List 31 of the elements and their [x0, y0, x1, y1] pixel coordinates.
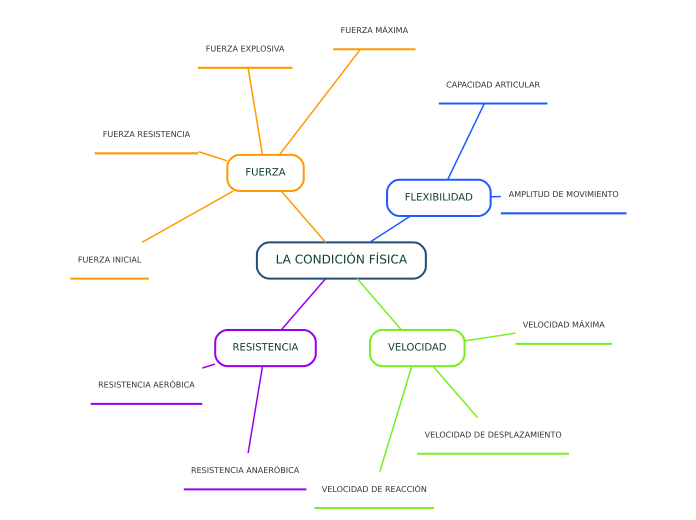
connector [464, 332, 516, 342]
node-box: RESISTENCIA [214, 328, 316, 367]
connector [141, 190, 234, 243]
connector [490, 195, 500, 197]
connector [378, 366, 412, 472]
connector [198, 150, 227, 161]
node-text: RESISTENCIA ANAERÓBICA [190, 466, 299, 475]
connector [368, 215, 410, 243]
connector [446, 102, 485, 180]
connector [202, 362, 215, 368]
node-text: AMPLITUD DE MOVIMIENTO [508, 190, 618, 199]
node-text: FUERZA EXPLOSIVA [205, 44, 284, 54]
node-text: FUERZA RESISTENCIA [102, 130, 190, 139]
node-box: LA CONDICIÓN FÍSICA [255, 240, 426, 280]
node-box: FLEXIBILIDAD [386, 178, 492, 216]
node-box: VELOCIDAD [368, 328, 466, 367]
node-text: FUERZA INICIAL [77, 254, 141, 264]
node-text: CAPACIDAD ARTICULAR [446, 80, 540, 89]
node-box: FUERZA [226, 153, 304, 192]
node-text: FUERZA MÁXIMA [340, 26, 408, 35]
connector [246, 67, 263, 154]
connector [246, 366, 263, 453]
connector [356, 278, 402, 330]
node-text: VELOCIDAD DE REACCIÓN [321, 484, 426, 494]
connector [280, 278, 326, 330]
node-text: VELOCIDAD MÁXIMA [522, 320, 604, 330]
node-text: VELOCIDAD DE DESPLAZAMIENTO [424, 430, 562, 440]
connector [432, 365, 478, 418]
connector [280, 190, 326, 242]
node-text: RESISTENCIA AERÓBICA [98, 380, 194, 390]
connector [278, 48, 360, 155]
